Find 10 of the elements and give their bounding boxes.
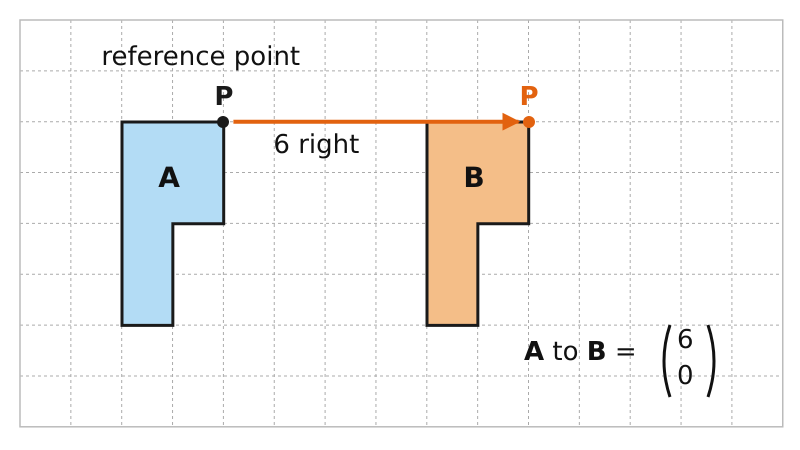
point-label: P xyxy=(214,82,234,111)
vector-component: 0 xyxy=(677,360,694,393)
edge-label: 6 right xyxy=(273,130,360,160)
equation-text: A to B = xyxy=(524,337,637,367)
shape-label: A xyxy=(158,161,180,194)
shape-label: B xyxy=(463,161,485,194)
vector-component: 6 xyxy=(677,324,694,357)
caption-text: reference point xyxy=(101,42,300,72)
arrow xyxy=(233,112,520,131)
point-label: P xyxy=(520,82,539,111)
